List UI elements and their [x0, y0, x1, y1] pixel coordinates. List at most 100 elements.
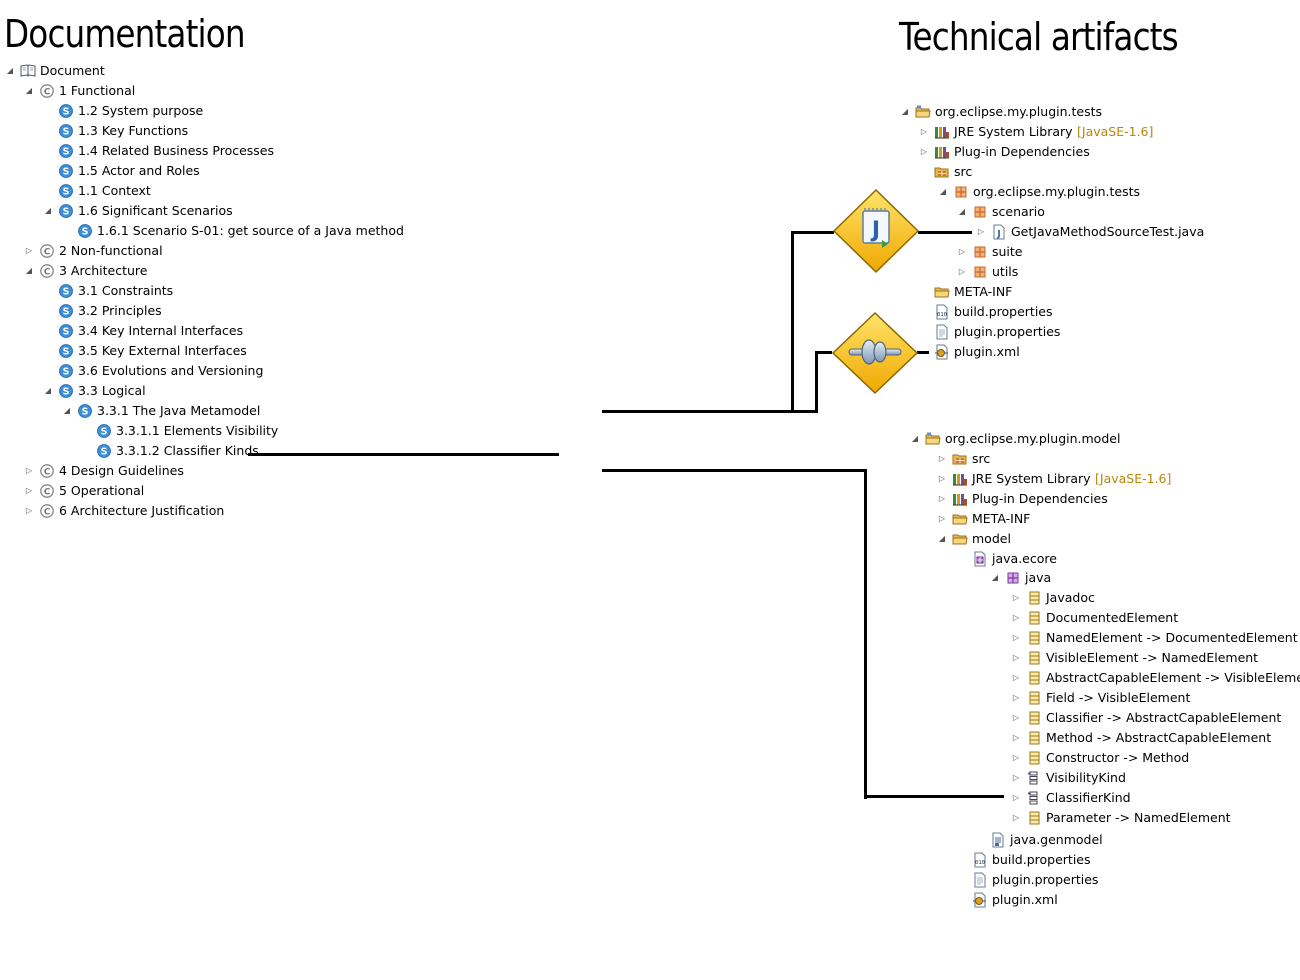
tree-item-label: Plug-in Dependencies — [954, 144, 1090, 159]
svg-text:010: 010 — [937, 312, 947, 318]
expanded-twisty-icon[interactable]: ◢ — [991, 573, 999, 582]
tree-item-label: build.properties — [954, 304, 1053, 319]
binary-file-icon: 010 — [934, 304, 950, 320]
collapsed-twisty-icon[interactable]: ▷ — [1012, 713, 1020, 722]
tree-item-label: java.genmodel — [1010, 832, 1103, 847]
tree-item-label: 1.3 Key Functions — [78, 123, 189, 138]
collapsed-twisty-icon[interactable]: ▷ — [938, 454, 946, 463]
tree-item-label: plugin.xml — [954, 344, 1020, 359]
eclass-icon — [1026, 670, 1042, 686]
connector-plugin-to-xml — [917, 351, 929, 354]
expanded-twisty-icon[interactable]: ◢ — [938, 534, 946, 543]
collapsed-twisty-icon[interactable]: ▷ — [1012, 793, 1020, 802]
collapsed-twisty-icon[interactable]: ▷ — [920, 127, 928, 136]
svg-text:S: S — [63, 347, 70, 358]
chapter-icon: C — [39, 483, 55, 499]
connector-plugin-top — [815, 351, 832, 354]
collapsed-twisty-icon[interactable]: ▷ — [938, 474, 946, 483]
collapsed-twisty-icon[interactable]: ▷ — [1012, 633, 1020, 642]
tree-item-label: 5 Operational — [59, 483, 145, 498]
library-icon — [952, 491, 968, 507]
tree-item-label: Field -> VisibleElement — [1046, 690, 1191, 705]
tree-item-label: 1 Functional — [59, 83, 136, 98]
tree-item-label: model — [972, 531, 1011, 546]
expanded-twisty-icon[interactable]: ◢ — [25, 266, 33, 275]
eclass-icon — [1026, 810, 1042, 826]
tree-item-label: 3.2 Principles — [78, 303, 162, 318]
collapsed-twisty-icon[interactable]: ▷ — [1012, 773, 1020, 782]
java-file-icon: J — [991, 224, 1007, 240]
collapsed-twisty-icon[interactable]: ▷ — [1012, 613, 1020, 622]
svg-text:S: S — [63, 307, 70, 318]
eclass-icon — [1026, 690, 1042, 706]
text-file-icon — [972, 872, 988, 888]
expanded-twisty-icon[interactable]: ◢ — [25, 86, 33, 95]
chapter-icon: C — [39, 263, 55, 279]
plugin-xml-icon — [934, 344, 950, 360]
svg-text:S: S — [101, 427, 108, 438]
tree-item-label: 3.3 Logical — [78, 383, 146, 398]
svg-text:C: C — [44, 507, 51, 517]
expanded-twisty-icon[interactable]: ◢ — [958, 207, 966, 216]
tree-item-label: AbstractCapableElement -> VisibleElement — [1046, 670, 1300, 685]
collapsed-twisty-icon[interactable]: ▷ — [920, 147, 928, 156]
section-icon: S — [58, 343, 74, 359]
section-icon: S — [58, 103, 74, 119]
expanded-twisty-icon[interactable]: ◢ — [6, 66, 14, 75]
tree-item-label: Parameter -> NamedElement — [1046, 810, 1231, 825]
eclass-icon — [1026, 710, 1042, 726]
svg-text:C: C — [44, 487, 51, 497]
collapsed-twisty-icon[interactable]: ▷ — [1012, 693, 1020, 702]
collapsed-twisty-icon[interactable]: ▷ — [938, 494, 946, 503]
svg-text:S: S — [63, 367, 70, 378]
connector-to-model-horizontal — [602, 469, 867, 472]
tree-item-label: 3.3.1.2 Classifier Kinds — [116, 443, 259, 458]
collapsed-twisty-icon[interactable]: ▷ — [25, 466, 33, 475]
connector-java-test-top — [791, 231, 834, 234]
project-icon — [925, 431, 941, 447]
collapsed-twisty-icon[interactable]: ▷ — [1012, 813, 1020, 822]
folder-icon — [952, 531, 968, 547]
collapsed-twisty-icon[interactable]: ▷ — [958, 247, 966, 256]
collapsed-twisty-icon[interactable]: ▷ — [1012, 673, 1020, 682]
tree-item-label: java.ecore — [992, 551, 1057, 566]
library-version-decoration: [JavaSE-1.6] — [1095, 471, 1172, 486]
collapsed-twisty-icon[interactable]: ▷ — [977, 227, 985, 236]
svg-text:C: C — [44, 267, 51, 277]
chapter-icon: C — [39, 503, 55, 519]
svg-text:S: S — [63, 207, 70, 218]
collapsed-twisty-icon[interactable]: ▷ — [25, 246, 33, 255]
tree-item-label: Plug-in Dependencies — [972, 491, 1108, 506]
collapsed-twisty-icon[interactable]: ▷ — [25, 506, 33, 515]
expanded-twisty-icon[interactable]: ◢ — [44, 386, 52, 395]
tree-item-label: ClassifierKind — [1046, 790, 1131, 805]
collapsed-twisty-icon[interactable]: ▷ — [958, 267, 966, 276]
library-icon — [934, 144, 950, 160]
tree-item-label: java — [1025, 570, 1052, 585]
tree-item-label: 1.4 Related Business Processes — [78, 143, 275, 158]
section-icon: S — [58, 363, 74, 379]
collapsed-twisty-icon[interactable]: ▷ — [1012, 653, 1020, 662]
tree-item-label: DocumentedElement — [1046, 610, 1179, 625]
collapsed-twisty-icon[interactable]: ▷ — [1012, 593, 1020, 602]
tree-item-label: VisibleElement -> NamedElement — [1046, 650, 1259, 665]
svg-text:S: S — [63, 127, 70, 138]
section-icon: S — [58, 183, 74, 199]
collapsed-twisty-icon[interactable]: ▷ — [938, 514, 946, 523]
collapsed-twisty-icon[interactable]: ▷ — [1012, 733, 1020, 742]
collapsed-twisty-icon[interactable]: ▷ — [25, 486, 33, 495]
svg-text:S: S — [63, 327, 70, 338]
tree-item-label: 3.4 Key Internal Interfaces — [78, 323, 244, 338]
svg-text:S: S — [63, 107, 70, 118]
plug-connector-icon — [848, 339, 902, 365]
expanded-twisty-icon[interactable]: ◢ — [901, 107, 909, 116]
expanded-twisty-icon[interactable]: ◢ — [63, 406, 71, 415]
tree-item-label: 3.3.1 The Java Metamodel — [97, 403, 261, 418]
expanded-twisty-icon[interactable]: ◢ — [911, 434, 919, 443]
expanded-twisty-icon[interactable]: ◢ — [44, 206, 52, 215]
package-icon — [972, 204, 988, 220]
eclass-icon — [1026, 730, 1042, 746]
collapsed-twisty-icon[interactable]: ▷ — [1012, 753, 1020, 762]
tree-item-label: 3 Architecture — [59, 263, 148, 278]
expanded-twisty-icon[interactable]: ◢ — [939, 187, 947, 196]
